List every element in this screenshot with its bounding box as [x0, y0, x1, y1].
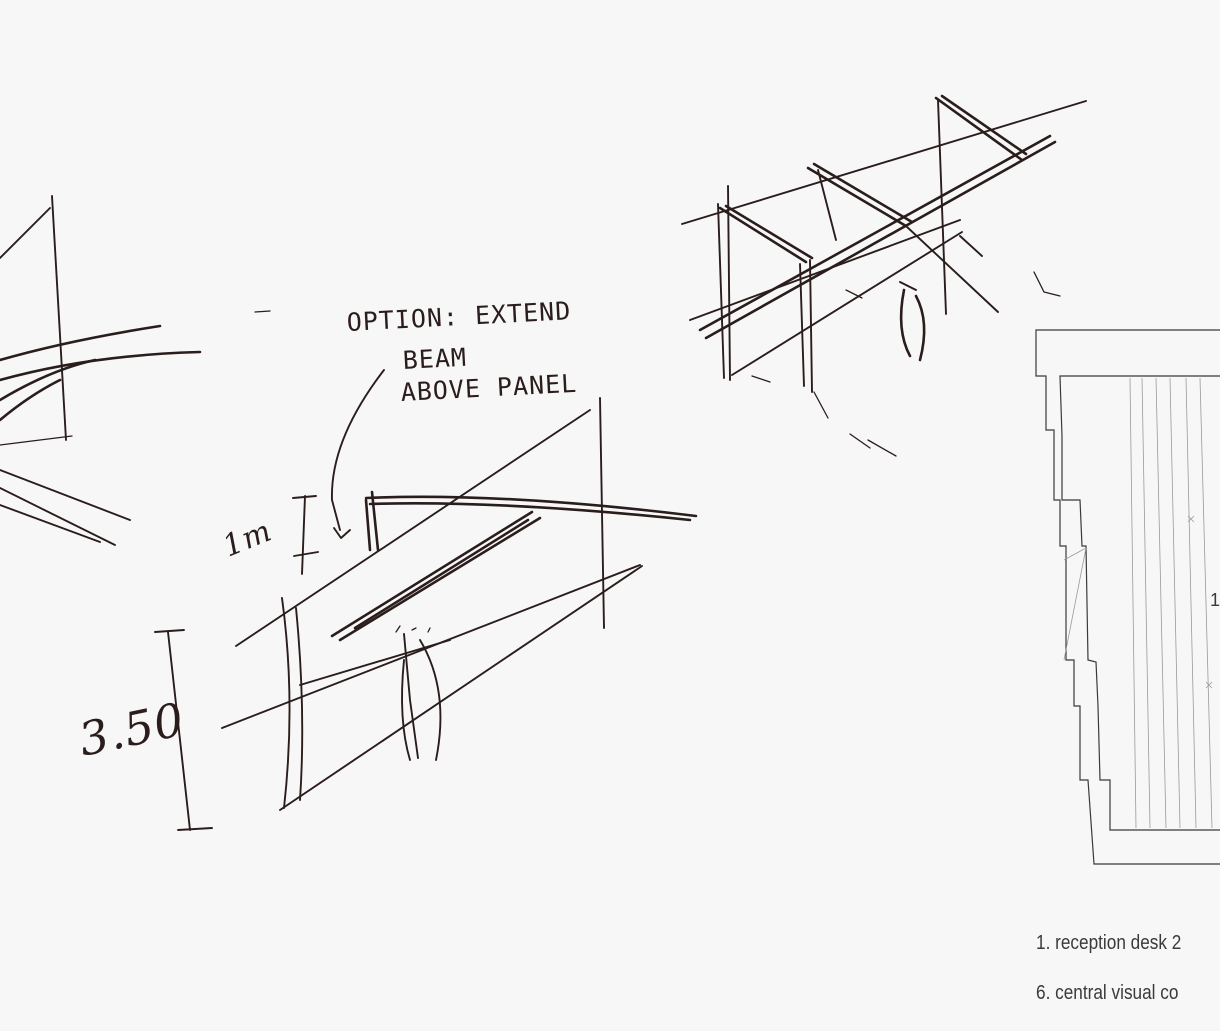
annotation-beam-line: BEAM	[402, 342, 468, 375]
plan-room-number: 1	[1210, 590, 1220, 610]
frame-structure-sketch	[681, 94, 1087, 457]
dimension-3-50	[154, 629, 213, 831]
legend-item-central-visual: 6. central visual co	[1036, 982, 1179, 1004]
annotation-leader-arrow	[331, 369, 385, 539]
floor-plan	[1035, 329, 1220, 865]
legend-item-reception: 1. reception desk 2	[1036, 932, 1182, 954]
left-partial-sketch	[0, 195, 271, 546]
beam-panel-sketch	[221, 397, 698, 811]
dimension-1m	[292, 495, 319, 575]
